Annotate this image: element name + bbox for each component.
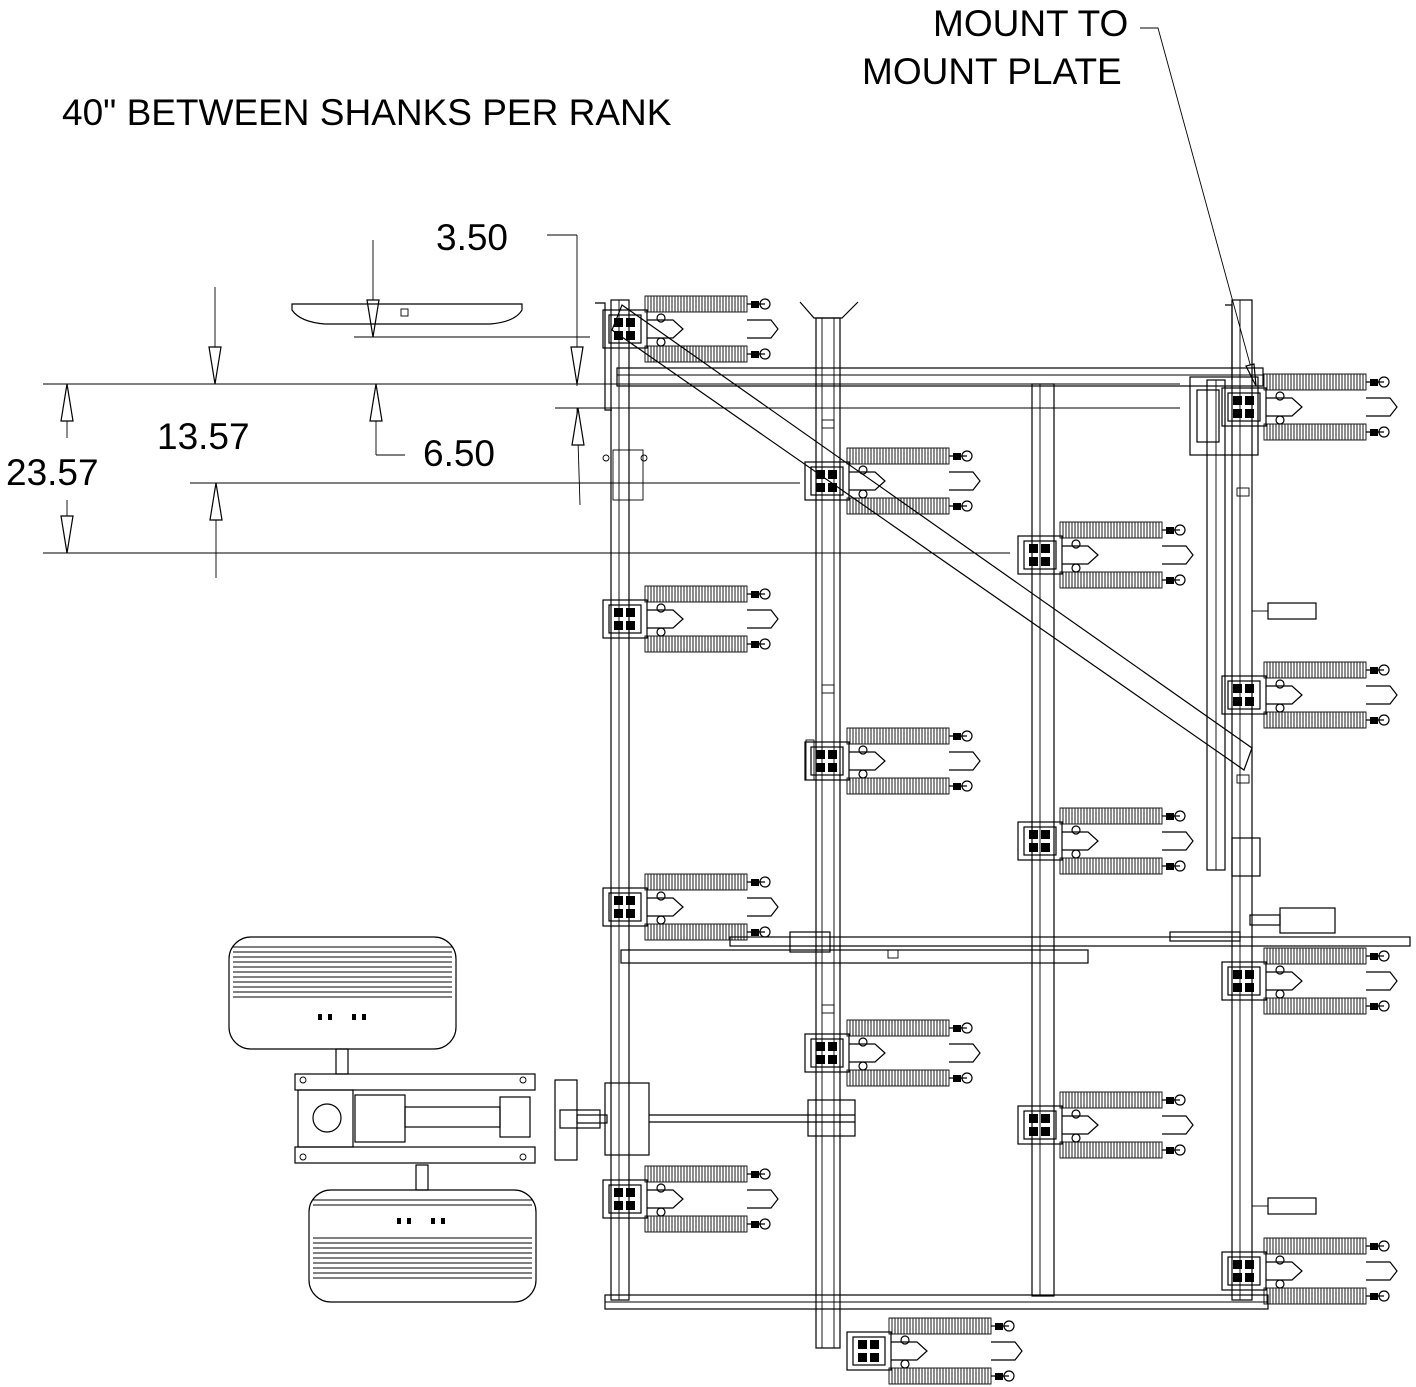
main-frame	[595, 299, 1411, 1349]
dimension-13-57: 13.57	[157, 416, 250, 457]
shank-spacing-note: 40" BETWEEN SHANKS PER RANK	[62, 92, 672, 133]
shank-assembly	[846, 1317, 1023, 1385]
shank-assembly	[1017, 1091, 1194, 1159]
shank-assembly	[804, 727, 981, 795]
mount-leader	[1140, 27, 1257, 387]
shank-assembly	[602, 585, 779, 653]
gauge-wheel-rear	[308, 1164, 537, 1303]
shank-assemblies	[602, 295, 1398, 1385]
shank-assembly	[602, 873, 779, 941]
shank-assembly	[1221, 947, 1398, 1015]
mount-note-line1: MOUNT TO	[933, 3, 1128, 44]
shank-assembly	[1221, 373, 1398, 441]
dimension-23-57: 23.57	[6, 452, 99, 493]
shank-assembly	[804, 1019, 981, 1087]
coulter-disc-side-view	[291, 303, 523, 325]
mount-plate-block	[1189, 376, 1259, 456]
mount-note-line2: MOUNT PLATE	[862, 51, 1122, 92]
dimension-3-50: 3.50	[436, 217, 508, 258]
stabilizer-cylinders	[1249, 602, 1336, 1215]
shank-assembly	[804, 447, 981, 515]
gauge-wheel-front	[228, 936, 457, 1075]
shank-assembly	[1017, 807, 1194, 875]
dimension-6-50: 6.50	[423, 433, 495, 474]
dimension-lines	[43, 234, 1180, 578]
shank-assembly	[1221, 661, 1398, 729]
shank-assembly	[602, 295, 779, 363]
tow-hitch-assembly	[294, 1073, 856, 1164]
shank-assembly	[1017, 521, 1194, 589]
shank-assembly	[1221, 1237, 1398, 1305]
shank-assembly	[602, 1165, 779, 1233]
